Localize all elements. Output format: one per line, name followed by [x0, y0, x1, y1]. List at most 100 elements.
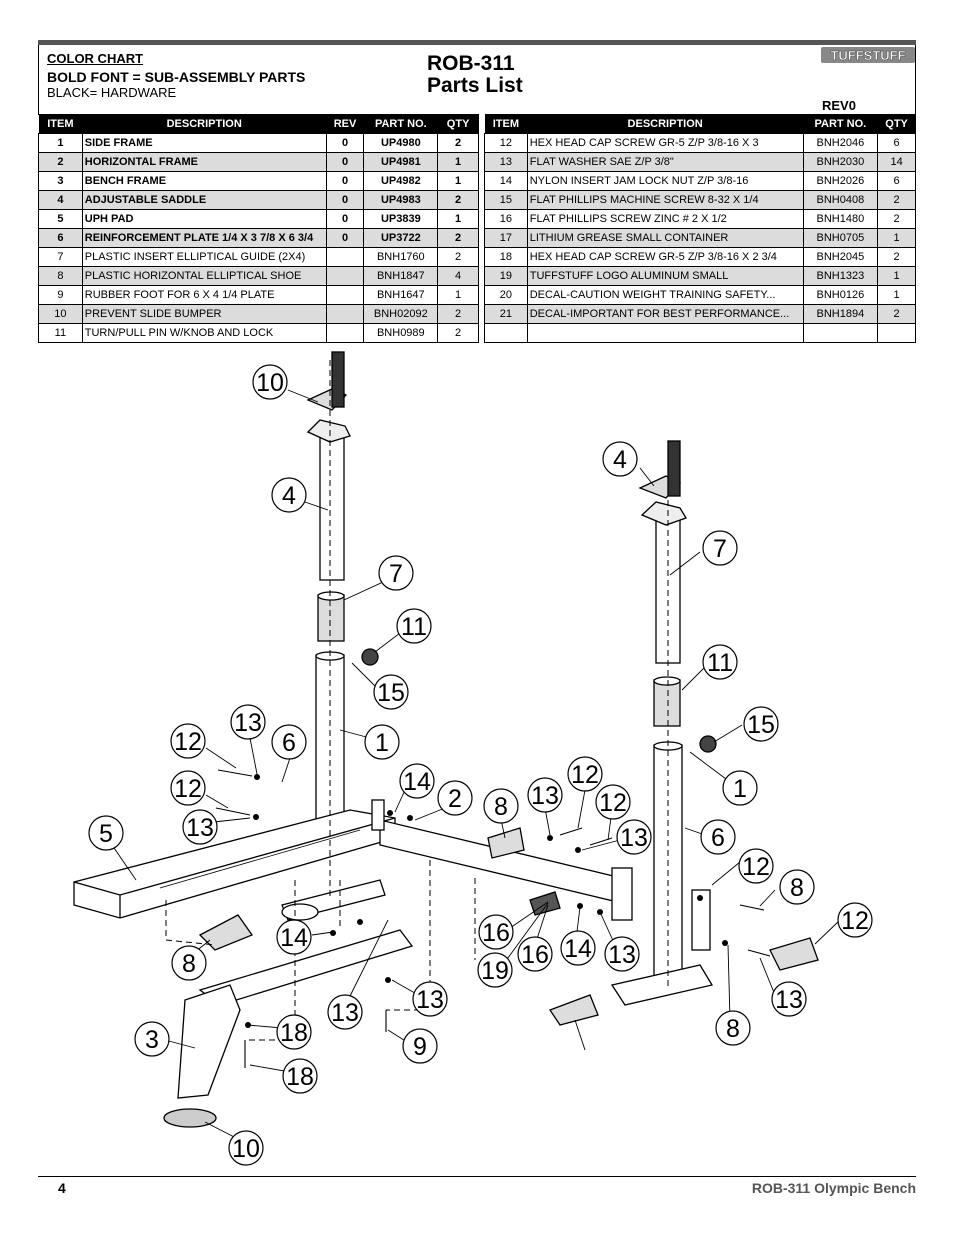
- callout-16: 16: [517, 936, 553, 972]
- exploded-assembly-diagram: 1047111511312612135142813121213141619161…: [73, 351, 873, 1166]
- table-cell: BNH0408: [802, 190, 879, 210]
- table-cell: 0: [325, 209, 365, 229]
- callout-label: 4: [282, 482, 296, 510]
- callout-label: 11: [707, 649, 733, 677]
- callout-7: 7: [702, 530, 738, 566]
- table-cell: 2: [437, 247, 479, 267]
- callout-19: 19: [477, 952, 513, 988]
- table-cell: 2: [437, 190, 479, 210]
- callout-8: 8: [171, 945, 207, 981]
- color-chart-label: COLOR CHART: [47, 51, 144, 66]
- callout-label: 12: [571, 761, 599, 789]
- table-cell: BNH0989: [363, 323, 439, 343]
- elliptical-shoe: [549, 994, 599, 1026]
- callout-label: 13: [331, 999, 359, 1027]
- callout-8: 8: [483, 788, 519, 824]
- table-cell: UPH PAD: [81, 209, 327, 229]
- callout-label: 14: [280, 924, 308, 952]
- right-pull-pin-knob: [699, 735, 717, 753]
- table-cell: BENCH FRAME: [81, 171, 327, 191]
- table-cell: UP3839: [363, 209, 439, 229]
- callout-label: 13: [531, 782, 559, 810]
- table-cell: 0: [325, 228, 365, 248]
- callout-5: 5: [88, 815, 124, 851]
- callout-13: 13: [527, 777, 563, 813]
- table-cell: 19: [484, 266, 528, 286]
- footer-rule: [38, 1176, 916, 1177]
- column-header: QTY: [877, 114, 916, 134]
- table-cell: 20: [484, 285, 528, 305]
- table-cell: 2: [38, 152, 83, 172]
- table-cell: 15: [484, 190, 528, 210]
- column-header: PART NO.: [803, 114, 878, 134]
- table-cell: BNH1647: [363, 285, 439, 305]
- table-cell: 2: [437, 133, 479, 153]
- callout-15: 15: [743, 706, 779, 742]
- table-cell: BNH1480: [802, 209, 879, 229]
- table-cell: BNH1894: [802, 304, 879, 324]
- callout-label: 15: [377, 679, 405, 707]
- callout-13: 13: [412, 981, 448, 1017]
- table-cell: 4: [38, 190, 83, 210]
- callout-14: 14: [399, 763, 435, 799]
- table-cell: 1: [437, 209, 479, 229]
- callout-label: 13: [775, 986, 803, 1014]
- black-hardware-note: BLACK= HARDWARE: [47, 85, 177, 100]
- horizontal-frame: [371, 799, 633, 921]
- left-pull-pin-knob: [361, 648, 379, 666]
- table-cell: [802, 323, 879, 343]
- table-cell: UP4983: [363, 190, 439, 210]
- table-cell: 10: [38, 304, 83, 324]
- bench-frame: [177, 879, 414, 1099]
- page-title: ROB-311 Parts List: [427, 53, 523, 97]
- table-cell: BNH1760: [363, 247, 439, 267]
- callout-label: 8: [182, 950, 196, 978]
- table-cell: HEX HEAD CAP SCREW GR-5 Z/P 3/8-16 X 2 3…: [526, 247, 804, 267]
- table-cell: 21: [484, 304, 528, 324]
- table-cell: 7: [38, 247, 83, 267]
- callout-label: 12: [174, 775, 202, 803]
- callout-10: 10: [228, 1130, 264, 1166]
- parts-list-header: COLOR CHART BOLD FONT = SUB-ASSEMBLY PAR…: [38, 45, 916, 115]
- table-cell: ADJUSTABLE SADDLE: [81, 190, 327, 210]
- table-cell: 17: [484, 228, 528, 248]
- table-cell: 2: [877, 247, 916, 267]
- table-cell: HORIZONTAL FRAME: [81, 152, 327, 172]
- table-cell: 14: [484, 171, 528, 191]
- callout-label: 11: [401, 613, 427, 641]
- right-elliptical-guide: [653, 676, 681, 727]
- callout-label: 13: [186, 814, 214, 842]
- table-cell: UP4981: [363, 152, 439, 172]
- model-number: ROB-311: [427, 52, 515, 75]
- header-rule: [38, 40, 916, 45]
- callout-label: 13: [416, 986, 444, 1014]
- revision-label: REV0: [822, 98, 856, 113]
- table-cell: 13: [484, 152, 528, 172]
- callout-12: 12: [595, 784, 631, 820]
- table-cell: 11: [38, 323, 83, 343]
- callout-label: 7: [713, 535, 727, 563]
- table-cell: [877, 323, 916, 343]
- callout-4: 4: [271, 477, 307, 513]
- hardware-washers: [245, 774, 728, 1028]
- callout-13: 13: [771, 981, 807, 1017]
- callout-8: 8: [715, 1010, 751, 1046]
- table-cell: 0: [325, 133, 365, 153]
- table-cell: BNH1847: [363, 266, 439, 286]
- callout-3: 3: [134, 1021, 170, 1057]
- column-header: ITEM: [38, 114, 83, 134]
- callout-10: 10: [252, 364, 288, 400]
- table-cell: 14: [877, 152, 916, 172]
- callout-label: 18: [280, 1019, 308, 1047]
- callout-12: 12: [738, 848, 774, 884]
- column-header: PART NO.: [363, 114, 438, 134]
- callout-label: 10: [232, 1135, 260, 1163]
